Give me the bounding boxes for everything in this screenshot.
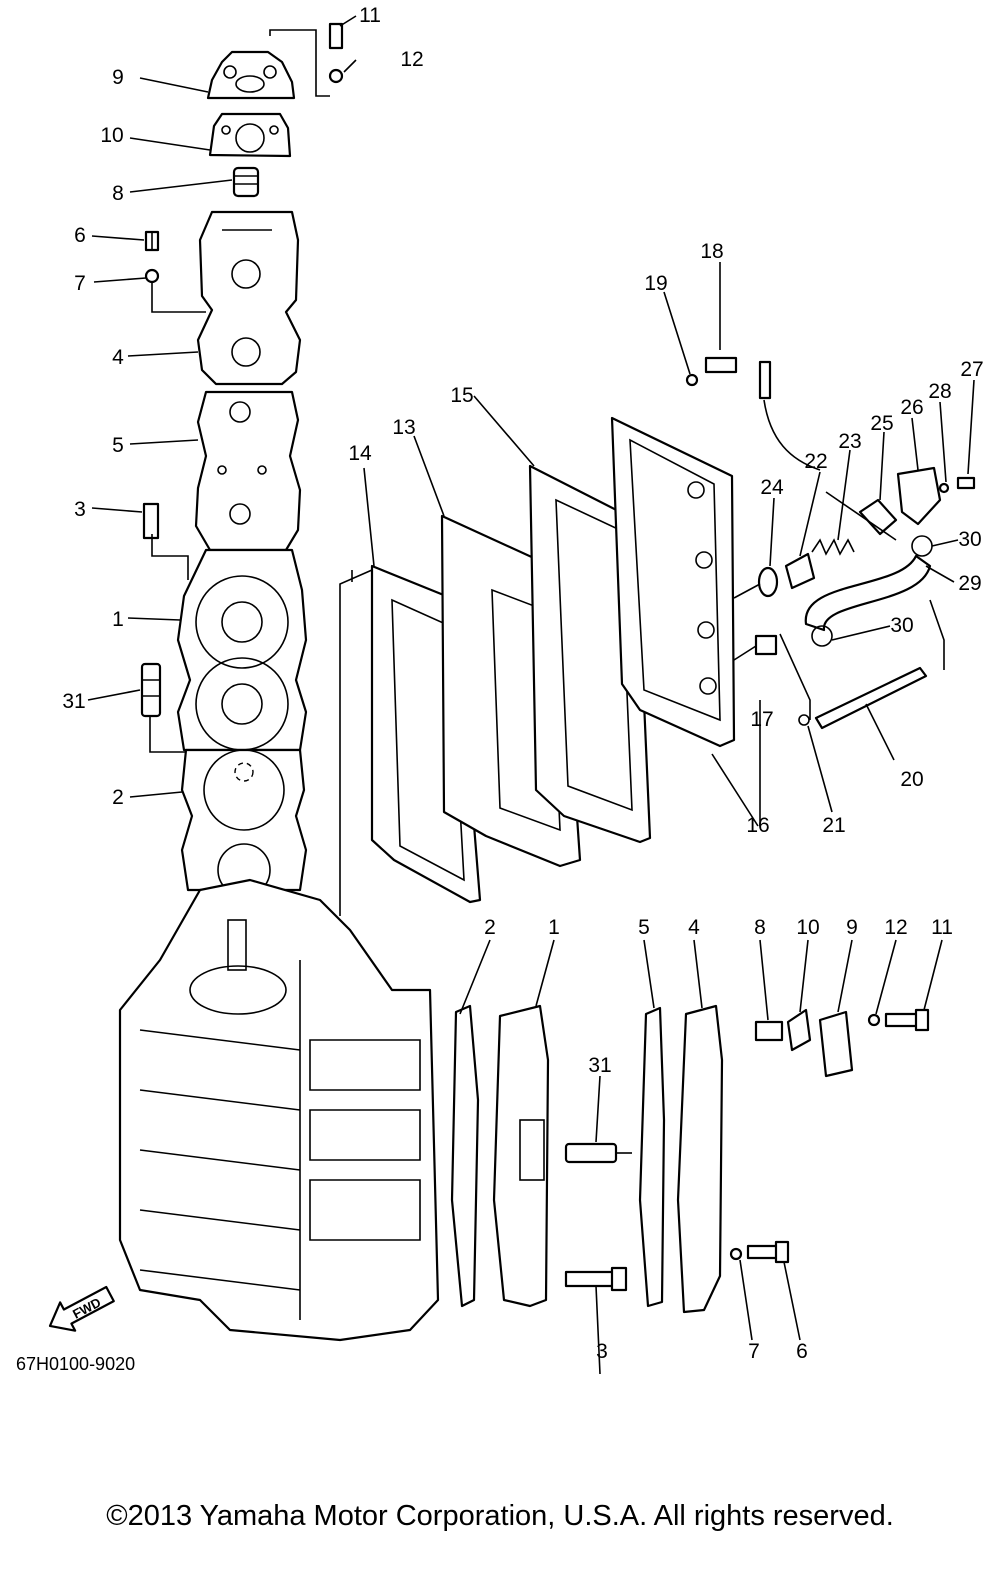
callout-30-top: 30 — [958, 528, 981, 551]
part-10-gasket — [208, 112, 292, 158]
callout-4-side: 4 — [688, 916, 700, 939]
callout-5-side: 5 — [638, 916, 650, 939]
part-2-gasket-side — [450, 1004, 480, 1308]
part-30-clip-b — [811, 625, 833, 647]
callout-7: 7 — [74, 272, 86, 295]
part-9-cover — [206, 50, 296, 100]
part-1-cylinder-head — [176, 548, 308, 752]
part-2-head-gasket — [180, 748, 308, 897]
fwd-label: FWD — [70, 1295, 103, 1322]
part-30-clip-a — [911, 535, 933, 557]
part-7-washer — [144, 268, 160, 284]
part-3-bolt-side — [564, 1266, 628, 1292]
callout-29: 29 — [958, 572, 981, 595]
callout-15: 15 — [450, 384, 473, 407]
callout-17: 17 — [750, 708, 773, 731]
part-5-gasket — [194, 390, 302, 552]
part-26-housing — [896, 466, 942, 526]
part-9-cover-side — [818, 1010, 854, 1078]
callout-11-side: 11 — [931, 916, 953, 939]
callout-5: 5 — [112, 434, 124, 457]
callout-11: 11 — [359, 4, 381, 27]
callout-19: 19 — [644, 272, 667, 295]
part-11-bolt-side — [884, 1008, 930, 1032]
callout-14: 14 — [348, 442, 372, 465]
part-17-nipple — [754, 634, 778, 656]
callout-18: 18 — [700, 240, 723, 263]
callout-16: 16 — [746, 814, 769, 837]
callout-10: 10 — [100, 124, 123, 147]
part-4-head-cover — [196, 210, 302, 386]
part-19-washer — [685, 373, 699, 387]
callout-9-side: 9 — [846, 916, 858, 939]
callout-20: 20 — [900, 768, 923, 791]
callout-2-side: 2 — [484, 916, 496, 939]
part-7-washer-side — [729, 1247, 743, 1261]
callout-30-mid: 30 — [890, 614, 913, 637]
copyright-footer: ©2013 Yamaha Motor Corporation, U.S.A. A… — [106, 1500, 894, 1532]
part-28-washer — [938, 482, 950, 494]
callout-23: 23 — [838, 430, 861, 453]
part-4-cover-side — [676, 1004, 724, 1314]
callout-1: 1 — [112, 608, 124, 631]
callout-7-side: 7 — [748, 1340, 760, 1363]
callout-13: 13 — [392, 416, 415, 439]
callout-3-side: 3 — [596, 1340, 608, 1363]
part-11-bolt-top — [328, 22, 344, 50]
part-8-thermostat-side — [754, 1020, 784, 1042]
part-18-bolt — [704, 356, 738, 374]
callout-1-side: 1 — [548, 916, 560, 939]
callout-10-side: 10 — [796, 916, 819, 939]
callout-4: 4 — [112, 346, 124, 369]
callout-12: 12 — [400, 48, 423, 71]
engine-block — [118, 878, 440, 1342]
part-10-gasket-side — [786, 1008, 812, 1052]
callout-8-side: 8 — [754, 916, 766, 939]
part-31-plug-side — [564, 1142, 632, 1164]
callouts: 11 12 9 10 8 6 7 4 5 3 1 31 2 18 19 15 1… — [62, 4, 983, 1363]
part-6-bolt-side — [746, 1240, 790, 1264]
part-pin — [758, 360, 772, 400]
callout-12-side: 12 — [884, 916, 907, 939]
part-3-bolt — [142, 502, 160, 540]
callout-6-side: 6 — [796, 1340, 808, 1363]
callout-2: 2 — [112, 786, 124, 809]
callout-21: 21 — [822, 814, 845, 837]
part-23-spring — [811, 538, 855, 556]
callout-31: 31 — [62, 690, 85, 713]
part-31-spark-plug — [140, 662, 162, 718]
part-8-thermostat — [232, 166, 260, 198]
callout-6: 6 — [74, 224, 86, 247]
callout-22: 22 — [804, 450, 827, 473]
part-5-gasket-side — [638, 1006, 666, 1308]
callout-26: 26 — [900, 396, 923, 419]
part-24-grommet — [757, 566, 779, 598]
part-12-washer-top — [328, 68, 344, 84]
part-29-hose — [804, 554, 932, 632]
part-21-clip — [798, 714, 810, 726]
diagram-code: 67H0100-9020 — [16, 1354, 135, 1374]
callout-25: 25 — [870, 412, 893, 435]
part-6-bolt — [144, 230, 160, 252]
callout-3: 3 — [74, 498, 86, 521]
part-20-tube — [814, 666, 928, 730]
part-12-washer-side — [867, 1013, 881, 1027]
part-1-head-side — [492, 1004, 550, 1308]
callout-8: 8 — [112, 182, 124, 205]
part-16-outer-cover — [610, 416, 736, 748]
part-27-bolt — [956, 476, 976, 490]
callout-9: 9 — [112, 66, 124, 89]
part-25-gasket — [858, 498, 898, 536]
callout-31-side: 31 — [588, 1054, 611, 1077]
fwd-arrow: FWD — [48, 1285, 115, 1332]
callout-28: 28 — [928, 380, 951, 403]
callout-27: 27 — [960, 358, 983, 381]
callout-24: 24 — [760, 476, 784, 499]
part-22-valve — [784, 552, 816, 590]
